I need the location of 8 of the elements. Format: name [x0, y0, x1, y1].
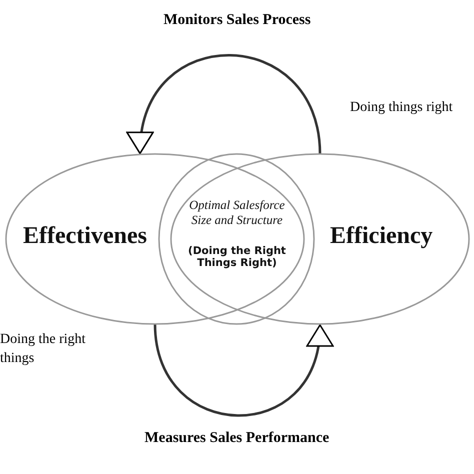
node-label: Effectivenes	[23, 223, 148, 250]
node-label: (Doing the Right Things Right)	[187, 245, 287, 269]
curved-arrow	[128, 54, 322, 154]
side-note: Doing things right	[350, 99, 454, 117]
side-note: Doing the right things	[0, 331, 87, 368]
curved-arrow	[154, 324, 332, 417]
node-label: Efficiency	[330, 223, 434, 250]
node-label: Optimal Salesforce Size and Structure	[188, 198, 286, 228]
